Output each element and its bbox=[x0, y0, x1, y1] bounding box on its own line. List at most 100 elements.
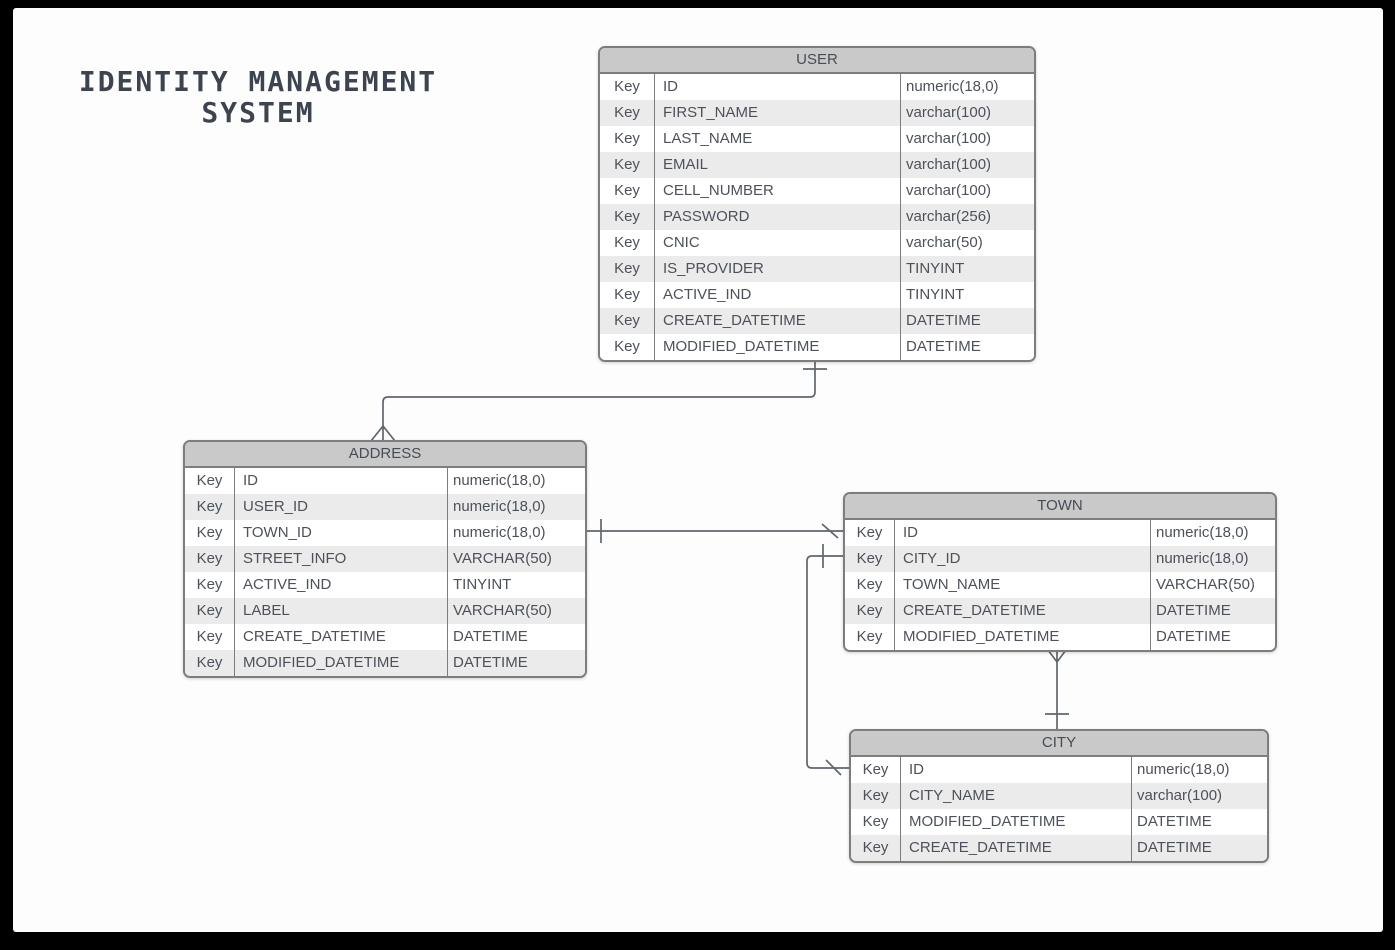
table-row: Key STREET_INFO VARCHAR(50) bbox=[185, 546, 585, 572]
column-type-cell: DATETIME bbox=[447, 624, 585, 650]
key-cell: Key bbox=[185, 468, 235, 494]
column-type-cell: numeric(18,0) bbox=[447, 468, 585, 494]
column-type-cell: varchar(50) bbox=[900, 230, 1034, 256]
column-name-cell: LABEL bbox=[243, 602, 290, 619]
column-type-cell: numeric(18,0) bbox=[900, 74, 1034, 100]
column-type-cell: numeric(18,0) bbox=[1131, 757, 1267, 783]
column-type-cell: varchar(100) bbox=[900, 100, 1034, 126]
table-row: Key ID numeric(18,0) bbox=[851, 757, 1267, 783]
column-type-cell: DATETIME bbox=[900, 308, 1034, 334]
table-row: Key ACTIVE_IND TINYINT bbox=[600, 282, 1034, 308]
column-name-cell: TOWN_ID bbox=[243, 524, 312, 541]
column-name-cell: ID bbox=[243, 472, 258, 489]
column-name-cell: MODIFIED_DATETIME bbox=[663, 338, 820, 355]
page-title: IDENTITY MANAGEMENT SYSTEM bbox=[58, 66, 458, 129]
connector-address-town bbox=[583, 519, 843, 543]
column-name-cell: MODIFIED_DATETIME bbox=[243, 654, 400, 671]
column-name-cell: MODIFIED_DATETIME bbox=[909, 813, 1066, 830]
connector-user-address bbox=[370, 356, 827, 442]
slash-icon bbox=[821, 523, 839, 539]
key-cell: Key bbox=[600, 152, 655, 178]
page-title-line1: IDENTITY MANAGEMENT bbox=[78, 65, 438, 98]
column-name-cell: IS_PROVIDER bbox=[663, 260, 764, 277]
table-title: USER bbox=[600, 48, 1034, 74]
column-name-cell: CREATE_DATETIME bbox=[243, 628, 386, 645]
key-cell: Key bbox=[600, 334, 655, 360]
column-name-cell: CITY_NAME bbox=[909, 787, 995, 804]
column-type-cell: varchar(100) bbox=[900, 126, 1034, 152]
column-name-cell: PASSWORD bbox=[663, 208, 750, 225]
table-title: ADDRESS bbox=[185, 442, 585, 468]
key-cell: Key bbox=[600, 126, 655, 152]
column-type-cell: varchar(100) bbox=[900, 178, 1034, 204]
column-type-cell: TINYINT bbox=[900, 282, 1034, 308]
column-name-cell: ID bbox=[909, 761, 924, 778]
column-name-cell: STREET_INFO bbox=[243, 550, 347, 567]
column-name-cell: USER_ID bbox=[243, 498, 309, 515]
connector-line bbox=[382, 356, 816, 426]
key-cell: Key bbox=[851, 783, 901, 809]
crow-foot-many-icon bbox=[370, 424, 396, 442]
table-row: Key LABEL VARCHAR(50) bbox=[185, 598, 585, 624]
key-cell: Key bbox=[600, 256, 655, 282]
key-cell: Key bbox=[600, 308, 655, 334]
column-type-cell: numeric(18,0) bbox=[447, 520, 585, 546]
key-cell: Key bbox=[845, 520, 895, 546]
key-cell: Key bbox=[845, 572, 895, 598]
column-name-cell: EMAIL bbox=[663, 156, 709, 173]
key-cell: Key bbox=[600, 204, 655, 230]
column-type-cell: VARCHAR(50) bbox=[447, 546, 585, 572]
key-cell: Key bbox=[185, 598, 235, 624]
table-row: Key MODIFIED_DATETIME DATETIME bbox=[851, 809, 1267, 835]
key-cell: Key bbox=[851, 757, 901, 783]
column-type-cell: DATETIME bbox=[447, 650, 585, 676]
column-type-cell: numeric(18,0) bbox=[1150, 520, 1275, 546]
column-type-cell: numeric(18,0) bbox=[447, 494, 585, 520]
column-name-cell: CITY_ID bbox=[903, 550, 961, 567]
key-cell: Key bbox=[185, 546, 235, 572]
key-cell: Key bbox=[185, 624, 235, 650]
column-type-cell: DATETIME bbox=[1150, 624, 1275, 650]
key-cell: Key bbox=[845, 624, 895, 650]
column-name-cell: ACTIVE_IND bbox=[663, 286, 752, 303]
key-cell: Key bbox=[600, 74, 655, 100]
key-cell: Key bbox=[185, 572, 235, 598]
column-type-cell: VARCHAR(50) bbox=[447, 598, 585, 624]
column-name-cell: CNIC bbox=[663, 234, 700, 251]
column-type-cell: TINYINT bbox=[900, 256, 1034, 282]
key-cell: Key bbox=[185, 650, 235, 676]
column-type-cell: TINYINT bbox=[447, 572, 585, 598]
key-cell: Key bbox=[851, 835, 901, 861]
key-cell: Key bbox=[851, 809, 901, 835]
column-name-cell: TOWN_NAME bbox=[903, 576, 1001, 593]
table-row: Key PASSWORD varchar(256) bbox=[600, 204, 1034, 230]
key-cell: Key bbox=[600, 282, 655, 308]
table-title: CITY bbox=[851, 731, 1267, 757]
key-cell: Key bbox=[845, 598, 895, 624]
column-type-cell: DATETIME bbox=[1131, 809, 1267, 835]
page-title-line2: SYSTEM bbox=[201, 96, 315, 130]
column-name-cell: CELL_NUMBER bbox=[663, 182, 774, 199]
connector-town-city bbox=[1044, 645, 1070, 729]
column-type-cell: varchar(256) bbox=[900, 204, 1034, 230]
column-name-cell: CREATE_DATETIME bbox=[663, 312, 806, 329]
